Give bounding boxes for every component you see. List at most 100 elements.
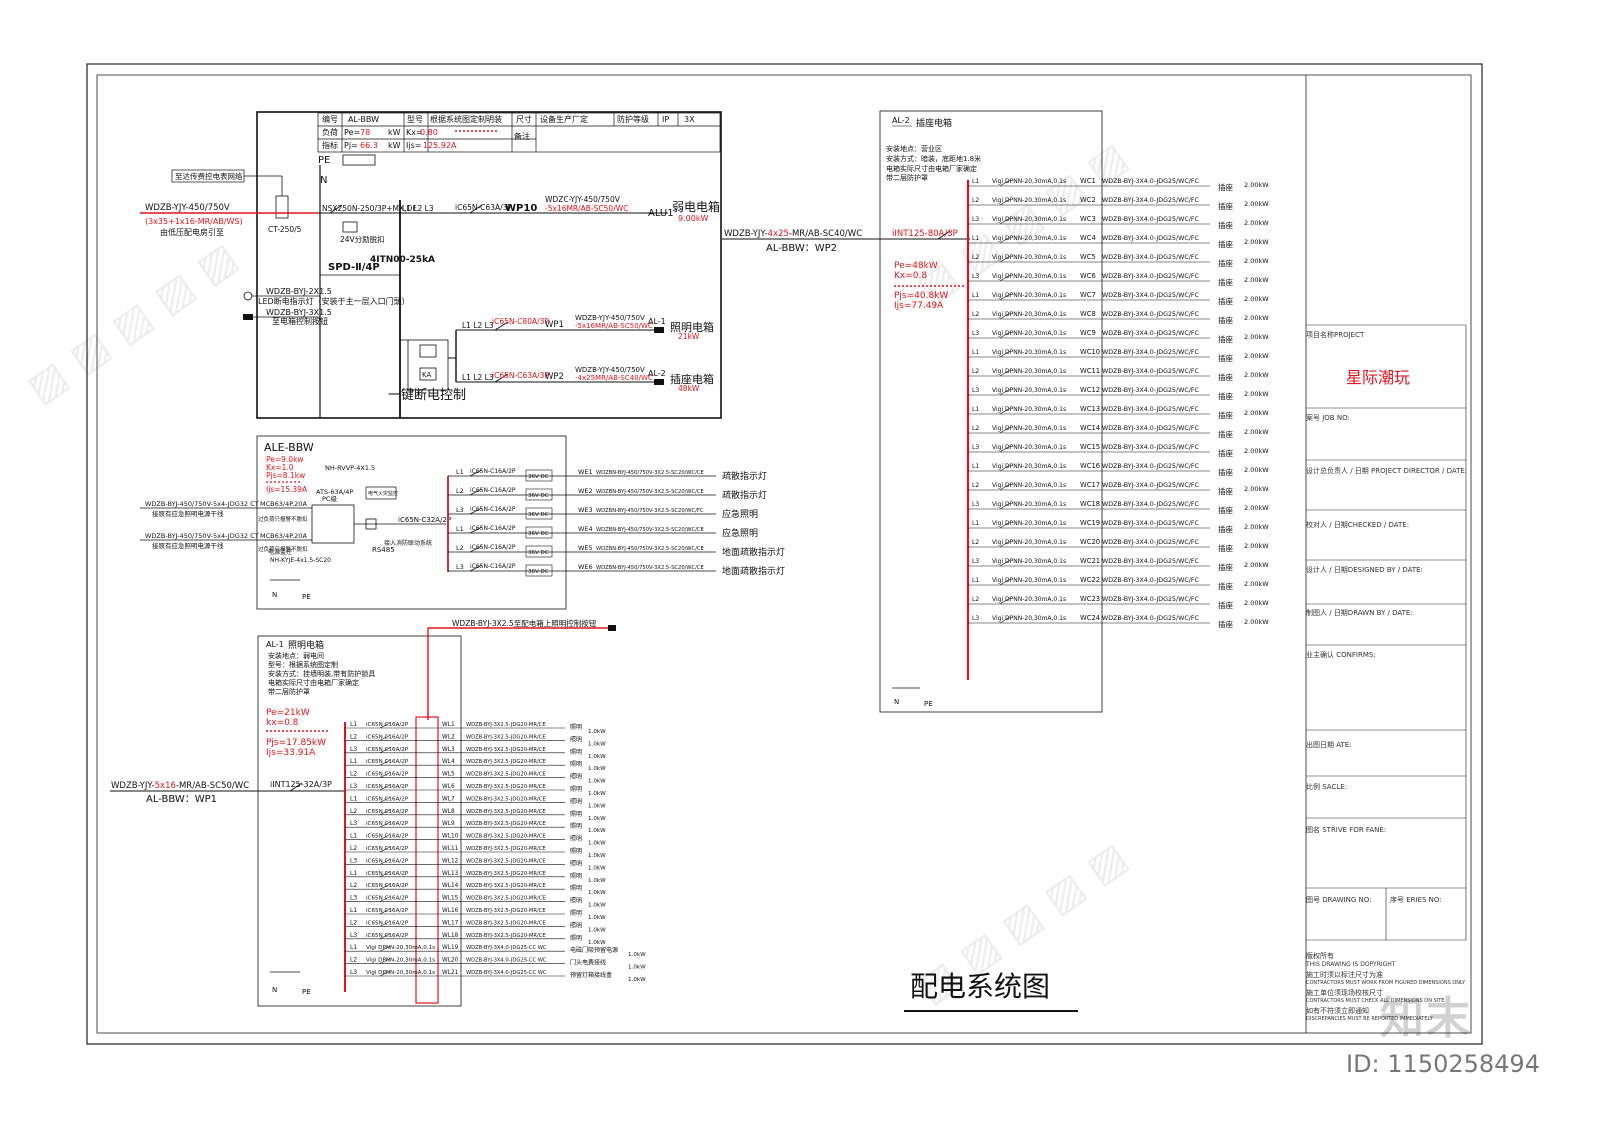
circuit-load: 照明 [570,885,582,892]
circuit-cable: WDZB-BYJ-3X2.5-JDG20-MR/CE [466,908,546,914]
circuit-id: WC18 [1080,500,1100,508]
circuit-cable: WDZB-BYJ-3X4.0-JDG25/WC/FC [1102,444,1200,451]
circuit-id: WL19 [442,945,459,951]
al2-info: 安装方式：暗装，底距地1.8米 [886,154,981,163]
circuit-load: 门头电费接线 [570,959,606,967]
circuit-phase: L2 [972,197,979,204]
circuit-phase: L2 [350,957,357,964]
circuit-kw: 2.00kW [1244,428,1269,436]
circuit-cable: WDZB-BYJ-3X2.5-JDG20-MR/CE [466,933,546,939]
feeder-cable: WDZB-YJY-450/750V [145,203,230,213]
circuit-phase: L3 [350,932,357,939]
al2-pjs: Pjs=40.8kW [894,291,948,301]
circuit-breaker: iC65N C16A/2P [366,821,409,827]
table-cell: Pj= [344,141,358,150]
circuit-breaker: iC65N C16A/2P [366,734,409,740]
main-panel: 编号 AL-BBW 型号 根据系统图定制明装 尺寸 设备生产厂定 防护等级 IP… [140,111,722,419]
circuit-phase: L1 [972,292,979,299]
circuit-load: 插座 [1218,524,1234,534]
circuit-breaker: Vigi DPNN-20,30mA,0.1s [992,387,1066,394]
ale-mcb2: MCB63/4P.20A [260,532,307,540]
circuit-id: WC17 [1080,481,1100,489]
ale-title: ALE-BBW [264,441,314,454]
circuit-load: 应急照明 [722,508,758,520]
circuit-cable: WDZB-BYJ-3X2.5-JDG20-MR/CE [466,846,546,852]
feeder-size: (3x35+1x16-MR/AB/WS) [145,217,243,226]
circuit-cable: WDZB-BYJ-3X4.0-JDG25/WC/FC [1102,501,1200,508]
circuit-load: 照明 [570,736,582,743]
circuit-id: WE4 [578,525,593,533]
tb-copyright: CONTRACTORS MUST WORK FROM FIGURED DIMEN… [1306,980,1466,986]
circuit-cable: WDZB-BYJ-3X4.0-JDG25/WC/FC [1102,235,1200,242]
circuit-id: WC1 [1080,177,1096,185]
circuit-breaker: Vigi DPNN-20,30mA,0.1s [366,970,435,976]
circuit-id: WL9 [442,821,455,827]
weak-panel-kw: 9.00kW [678,214,708,223]
al2-pe: Pe=48kW [894,261,938,271]
table-cell: 设备生产厂定 [540,114,588,124]
circuit-kw: 1.0kW [588,816,606,822]
dc-module: 36V DC [528,493,549,499]
circuit-cable: WDZB-BYJ-3X4.0-JDG25/WC/FC [1102,311,1200,318]
circuit-id: WL14 [442,883,459,889]
al1-info: 安装方式：挂墙明装,带有防护锁具 [268,669,375,678]
circuit-load: 插座 [1218,334,1234,344]
circuit-cable: WDZB-BYJ-3X4.0-JDG25/WC/FC [1102,330,1200,337]
circuit-id: WL17 [442,920,459,926]
circuit-load: 插座 [1218,467,1234,477]
circuit-breaker: Vigi DPNN-20,30mA,0.1s [992,615,1066,622]
table-cell: Ijs= [406,141,421,150]
circuit-breaker: iC65N C16A/2P [366,871,409,877]
table-cell: kW [388,141,401,150]
al1-info: 电箱实际尺寸由电箱厂家确定 [268,678,359,687]
circuit-load: 疏散指示灯 [722,470,767,482]
circuit-line [999,426,1011,434]
circuit-load: 照明 [570,811,582,818]
one-key-cutoff-label: 一键断电控制 [388,388,466,403]
wp2-breaker: iC65N-C63A/3P [492,371,549,380]
circuit-phase: L2 [972,596,979,603]
al1-main-breaker: iINT125-32A/3P [270,780,332,789]
circuit-kw: 2.00kW [1244,599,1269,607]
circuit-id: WE3 [578,506,593,514]
dc-module-box [525,488,553,501]
circuit-phase: L3 [972,216,979,223]
dc-module: 36V DC [528,550,549,556]
wp2-size: -4x25MR/AB-SC40/WC [575,374,653,382]
circuit-id: WC7 [1080,291,1096,299]
circuit-phase: L3 [972,273,979,280]
circuit-kw: 1.0kW [628,977,646,983]
circuit-load: 电磁门吸预留电源 [570,946,618,954]
circuit-line [999,597,1011,605]
al2-ijs: Ijs=77.49A [894,301,944,311]
circuit-kw: 2.00kW [1244,580,1269,588]
circuit-load: 插座 [1218,239,1234,249]
circuit-breaker: iC65N C16A/2P [366,809,409,815]
circuit-id: WL5 [442,772,455,778]
circuit-kw: 1.0kW [628,952,646,958]
circuit-phase: L2 [350,771,357,778]
circuit-phase: L2 [456,487,464,495]
dc-module: 36V DC [528,531,549,537]
circuit-breaker: Vigi DPNN-20,30mA,0.1s [992,292,1066,299]
circuit-kw: 2.00kW [1244,618,1269,626]
circuit-phase: L2 [972,254,979,261]
al1-ctrl-cable: WDZB-BYJ-3X2.5至配电箱上照明控制按钮 [452,618,597,628]
al2-info: 电箱实际尺寸由电箱厂家确定 [886,164,977,173]
circuit-line [469,469,483,477]
circuit-line [379,809,391,816]
circuit-load: 插座 [1218,600,1234,610]
wp2-panel-name: 插座电箱 [670,372,714,386]
circuit-line [379,735,391,741]
al1-title-id: AL-1 [266,640,284,649]
circuit-id: WC3 [1080,215,1096,223]
table-cell: 78 [360,128,370,137]
tb-name-label: 图名 STRIVE FOR FANE: [1306,826,1387,834]
dc-module: 36V DC [528,512,549,518]
circuit-kw: 1.0kW [588,927,606,933]
circuit-kw: 2.00kW [1244,352,1269,360]
al1-feed-cable: WDZB-YJY-5x16-MR/AB-SC50/WC [111,781,249,791]
n-label: N [320,175,327,186]
circuit-breaker: iC65N C16A/2P [366,920,409,926]
circuit-breaker: iC65N-C16A/2P [470,468,516,475]
